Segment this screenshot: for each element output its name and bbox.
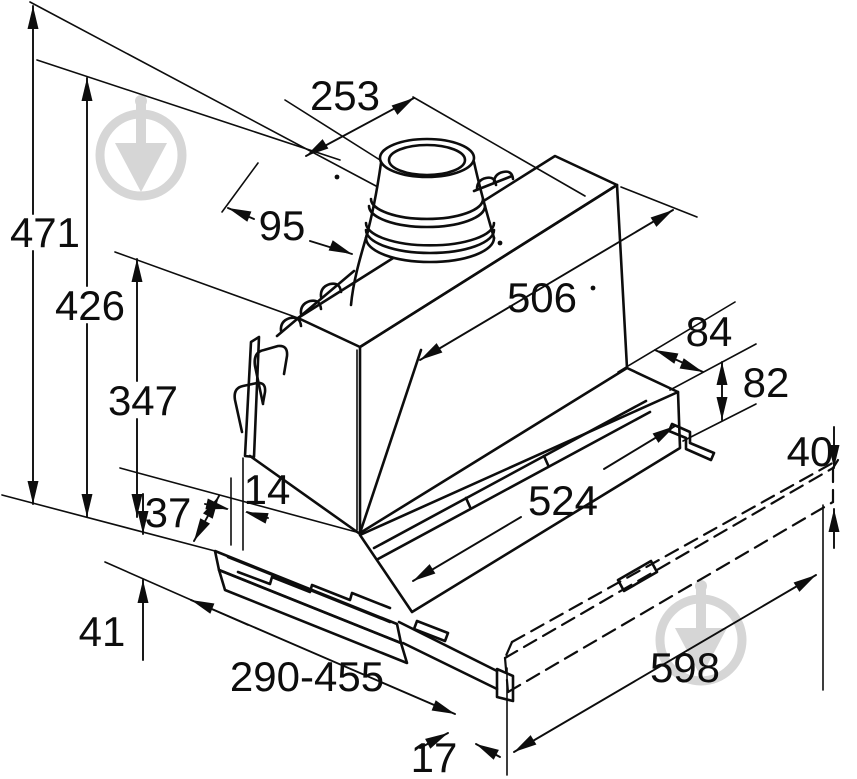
dimension-labels: 253 471 426 95 506 84 82 347 40 37 14 52… — [10, 72, 833, 779]
arrowhead-icon — [194, 518, 210, 541]
arrowhead-icon — [27, 481, 39, 504]
dim-label-17: 17 — [411, 734, 458, 779]
dim-label-14: 14 — [244, 466, 291, 513]
arrowhead-icon — [245, 512, 269, 524]
arrowhead-icon — [679, 358, 703, 372]
arrowhead-icon — [655, 350, 679, 364]
arrowhead-icon — [81, 78, 93, 101]
dim-label-290-455: 290-455 — [230, 653, 384, 700]
duct-collar — [349, 137, 496, 307]
arrowhead-icon — [27, 6, 39, 29]
dim-label-506: 506 — [507, 274, 577, 321]
hood-body — [243, 154, 682, 614]
furniture-panel-dashed — [503, 458, 840, 694]
arrowhead-icon — [828, 509, 840, 532]
panel-cutout — [616, 559, 659, 593]
mounting-clips — [233, 170, 515, 434]
arrowhead-icon — [514, 735, 537, 752]
arrowhead-icon — [137, 580, 149, 603]
mounting-bracket — [667, 422, 716, 462]
arrowhead-icon — [328, 240, 352, 254]
arrowhead-icon — [431, 700, 455, 714]
arrowhead-icon — [413, 564, 436, 581]
arrowhead-icon — [81, 494, 93, 517]
arrowhead-icon — [131, 259, 143, 282]
arrowhead-icon — [306, 139, 329, 156]
watermark-logo-top — [95, 95, 187, 201]
dim-label-82: 82 — [743, 359, 790, 406]
arrowhead-icon — [716, 362, 728, 385]
arrowhead-icon — [652, 426, 675, 443]
arrowhead-icon — [228, 208, 252, 222]
dim-label-471: 471 — [10, 209, 80, 256]
centerline-dots — [334, 174, 596, 291]
arrowhead-icon — [828, 445, 840, 468]
arrowhead-icon — [137, 511, 149, 534]
watermark-logo-bottom — [655, 580, 747, 686]
arrowhead-icon — [425, 733, 448, 749]
arrowhead-icon — [205, 498, 229, 510]
dim-label-95: 95 — [259, 202, 306, 249]
dim-label-40: 40 — [787, 428, 834, 475]
arrowhead-icon — [131, 494, 143, 517]
arrowhead-icon — [191, 600, 215, 614]
arrowhead-icon — [420, 343, 443, 360]
arrowheads — [27, 6, 840, 760]
dim-label-84: 84 — [686, 308, 733, 355]
dim-label-524: 524 — [528, 477, 598, 524]
dim-label-41: 41 — [79, 608, 126, 655]
arrowhead-icon — [716, 397, 728, 420]
dim-label-37: 37 — [145, 489, 192, 536]
arrowhead-icon — [391, 98, 414, 115]
arrowhead-icon — [650, 210, 673, 227]
extension-lines — [1, 1, 824, 776]
dim-label-598: 598 — [650, 644, 720, 691]
dim-label-426: 426 — [55, 282, 125, 329]
dim-label-347: 347 — [108, 377, 178, 424]
arrowhead-icon — [793, 575, 816, 592]
visor-rail — [213, 549, 515, 703]
dim-label-253: 253 — [310, 72, 380, 119]
arrowhead-icon — [476, 744, 499, 760]
